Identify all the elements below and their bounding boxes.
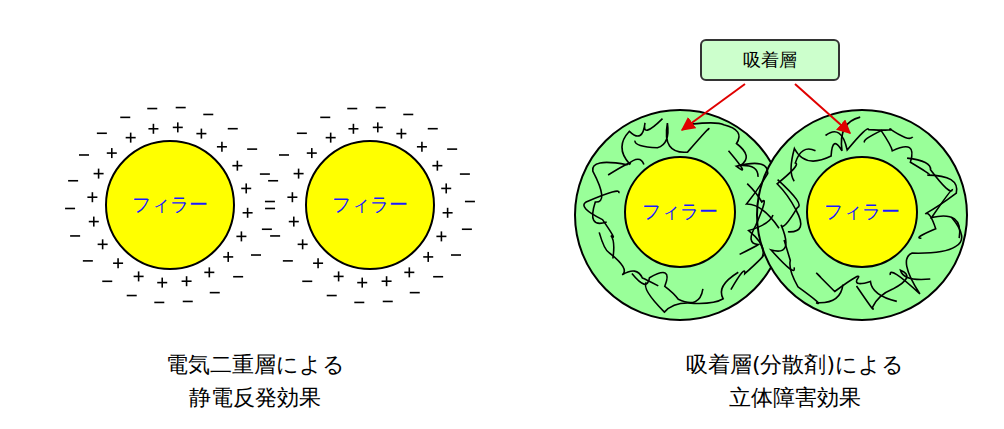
polymer-chains — [584, 119, 779, 313]
leader-arrow — [795, 84, 850, 133]
leader-arrow — [682, 84, 745, 130]
callout-box: 吸着層 — [700, 39, 840, 81]
filler-particle: フィラー — [105, 140, 235, 270]
polymer-chains — [771, 117, 962, 309]
adsorption-layer — [757, 110, 967, 320]
filler-particle: フィラー — [305, 140, 435, 270]
adsorption-layer — [575, 110, 785, 320]
filler-particle: フィラー — [624, 156, 736, 268]
charge-symbols — [65, 108, 475, 303]
filler-particle: フィラー — [806, 156, 918, 268]
node-label: フィラー — [824, 199, 900, 225]
caption-text: 電気二重層による 静電反発効果 — [135, 348, 375, 414]
node-label: フィラー — [332, 192, 408, 218]
caption-text: 吸着層(分散剤)による 立体障害効果 — [650, 348, 940, 414]
node-label: 吸着層 — [743, 48, 797, 72]
node-label: フィラー — [642, 199, 718, 225]
node-label: フィラー — [132, 192, 208, 218]
